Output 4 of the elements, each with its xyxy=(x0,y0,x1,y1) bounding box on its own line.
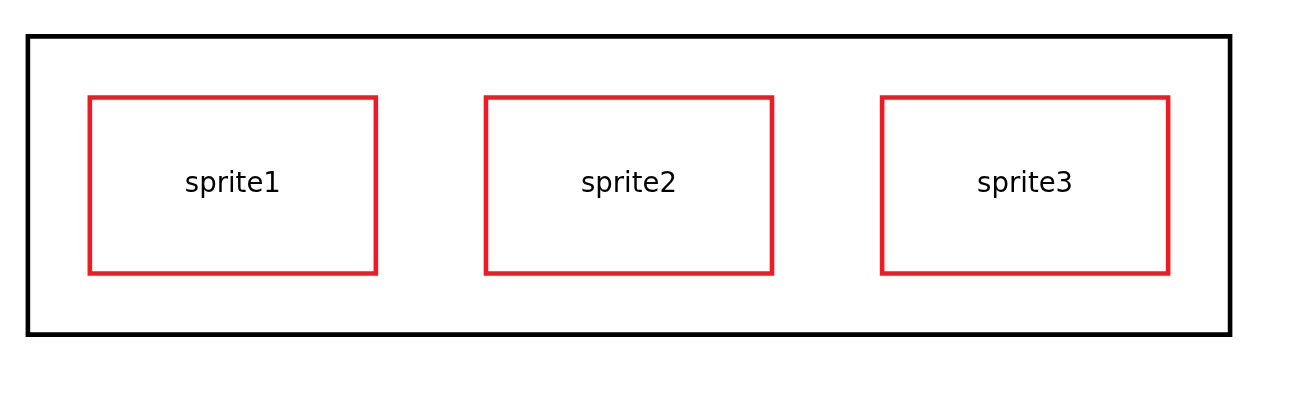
node-box: sprite3 xyxy=(879,95,1171,276)
node-box: sprite2 xyxy=(483,95,775,276)
cluster xyxy=(25,34,1233,337)
node-box: sprite1 xyxy=(87,95,379,276)
